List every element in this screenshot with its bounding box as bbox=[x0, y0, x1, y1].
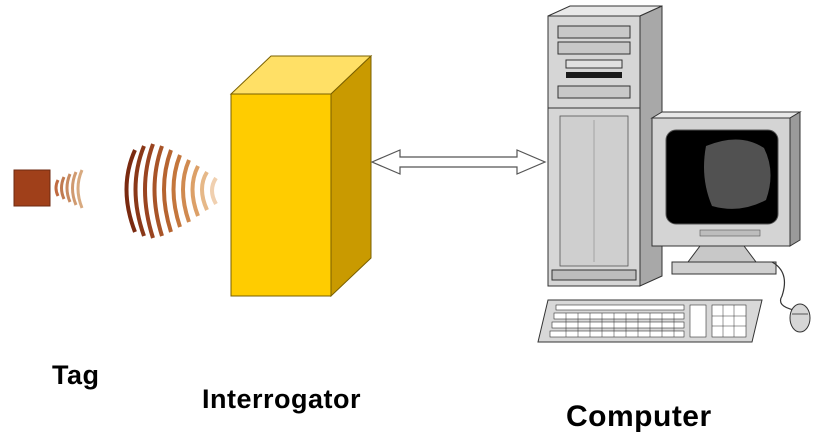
tower-icon bbox=[547, 5, 663, 287]
mouse-icon bbox=[771, 261, 811, 333]
tag-node bbox=[13, 169, 84, 209]
bidirectional-arrow-icon bbox=[370, 149, 547, 175]
radio-waves-icon bbox=[124, 143, 218, 239]
desktop-computer-icon bbox=[537, 5, 811, 343]
interrogator-box-icon bbox=[229, 54, 373, 298]
interrogator-label: Interrogator bbox=[202, 384, 362, 414]
tag-label: Tag bbox=[52, 360, 100, 390]
computer-label: Computer bbox=[566, 400, 712, 433]
tag-waves-icon bbox=[54, 169, 84, 209]
tag-chip-icon bbox=[13, 169, 51, 207]
keyboard-icon bbox=[537, 299, 763, 343]
monitor-icon bbox=[650, 111, 802, 275]
